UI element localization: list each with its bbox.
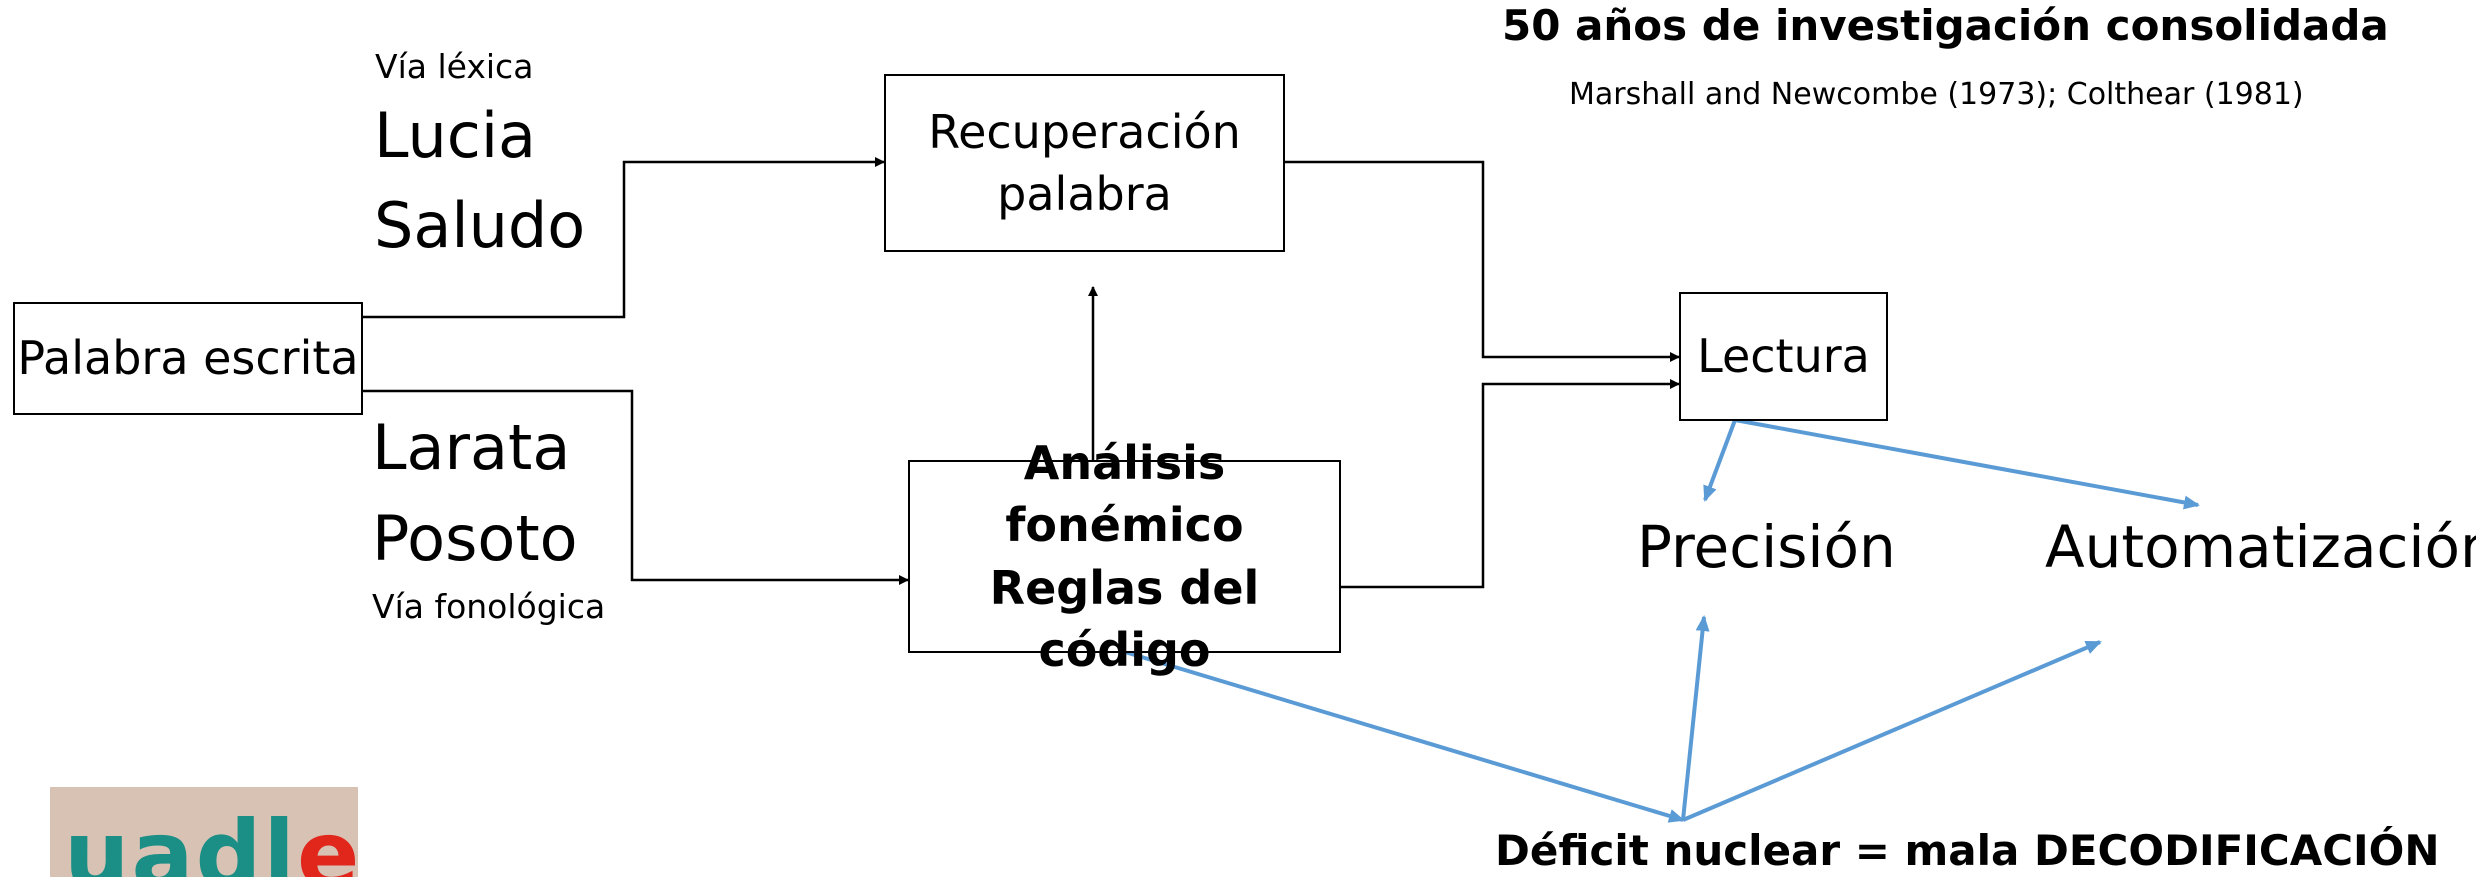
arrow-reading-to-automation xyxy=(1734,418,2200,510)
precision-label: Precisión xyxy=(1637,513,1896,581)
word-retrieval-label-line1: Recuperación xyxy=(928,104,1241,159)
arrow-retrieval-to-reading xyxy=(1284,160,1680,362)
lexical-example-2: Saludo xyxy=(374,189,586,262)
uadle-logo-text: uadle xyxy=(64,801,358,877)
arrow-analysis-to-deficit xyxy=(1124,650,1685,823)
word-retrieval-label-line2: palabra xyxy=(997,167,1172,221)
input-word-label: Palabra escrita xyxy=(17,331,359,386)
phonological-route-label: Vía fonológica xyxy=(372,587,606,626)
arrow-reading-to-precision xyxy=(1703,419,1737,502)
arrow-deficit-to-precision xyxy=(1681,615,1710,821)
diagram-title: 50 años de investigación consolidada xyxy=(1502,1,2389,50)
reading-label: Lectura xyxy=(1697,329,1870,384)
arrow-analysis-to-reading xyxy=(1341,379,1680,589)
word-retrieval-box: Recuperación palabra xyxy=(884,74,1285,252)
phonological-example-1: Larata xyxy=(372,411,571,484)
phonemic-analysis-box: Análisis fonémico Reglas del código xyxy=(908,436,1341,677)
input-word-box: Palabra escrita xyxy=(13,302,363,415)
arrow-input-to-analysis xyxy=(361,389,909,585)
phonological-example-2: Posoto xyxy=(372,502,578,575)
phonemic-analysis-label-line2: Reglas del código xyxy=(989,560,1260,677)
citations: Marshall and Newcombe (1973); Colthear (… xyxy=(1569,77,2304,112)
automation-label: Automatización xyxy=(2045,513,2476,581)
arrow-input-to-retrieval xyxy=(361,157,885,319)
reading-box: Lectura xyxy=(1679,292,1888,421)
lexical-example-1: Lucia xyxy=(374,99,537,172)
arrow-deficit-to-automation xyxy=(1682,640,2102,822)
core-deficit-label: Déficit nuclear = mala DECODIFICACIÓN xyxy=(1495,826,2440,875)
phonemic-analysis-label-line1: Análisis fonémico xyxy=(1005,436,1244,553)
lexical-route-label: Vía léxica xyxy=(375,47,534,86)
uadle-logo: uadle xyxy=(50,787,358,877)
